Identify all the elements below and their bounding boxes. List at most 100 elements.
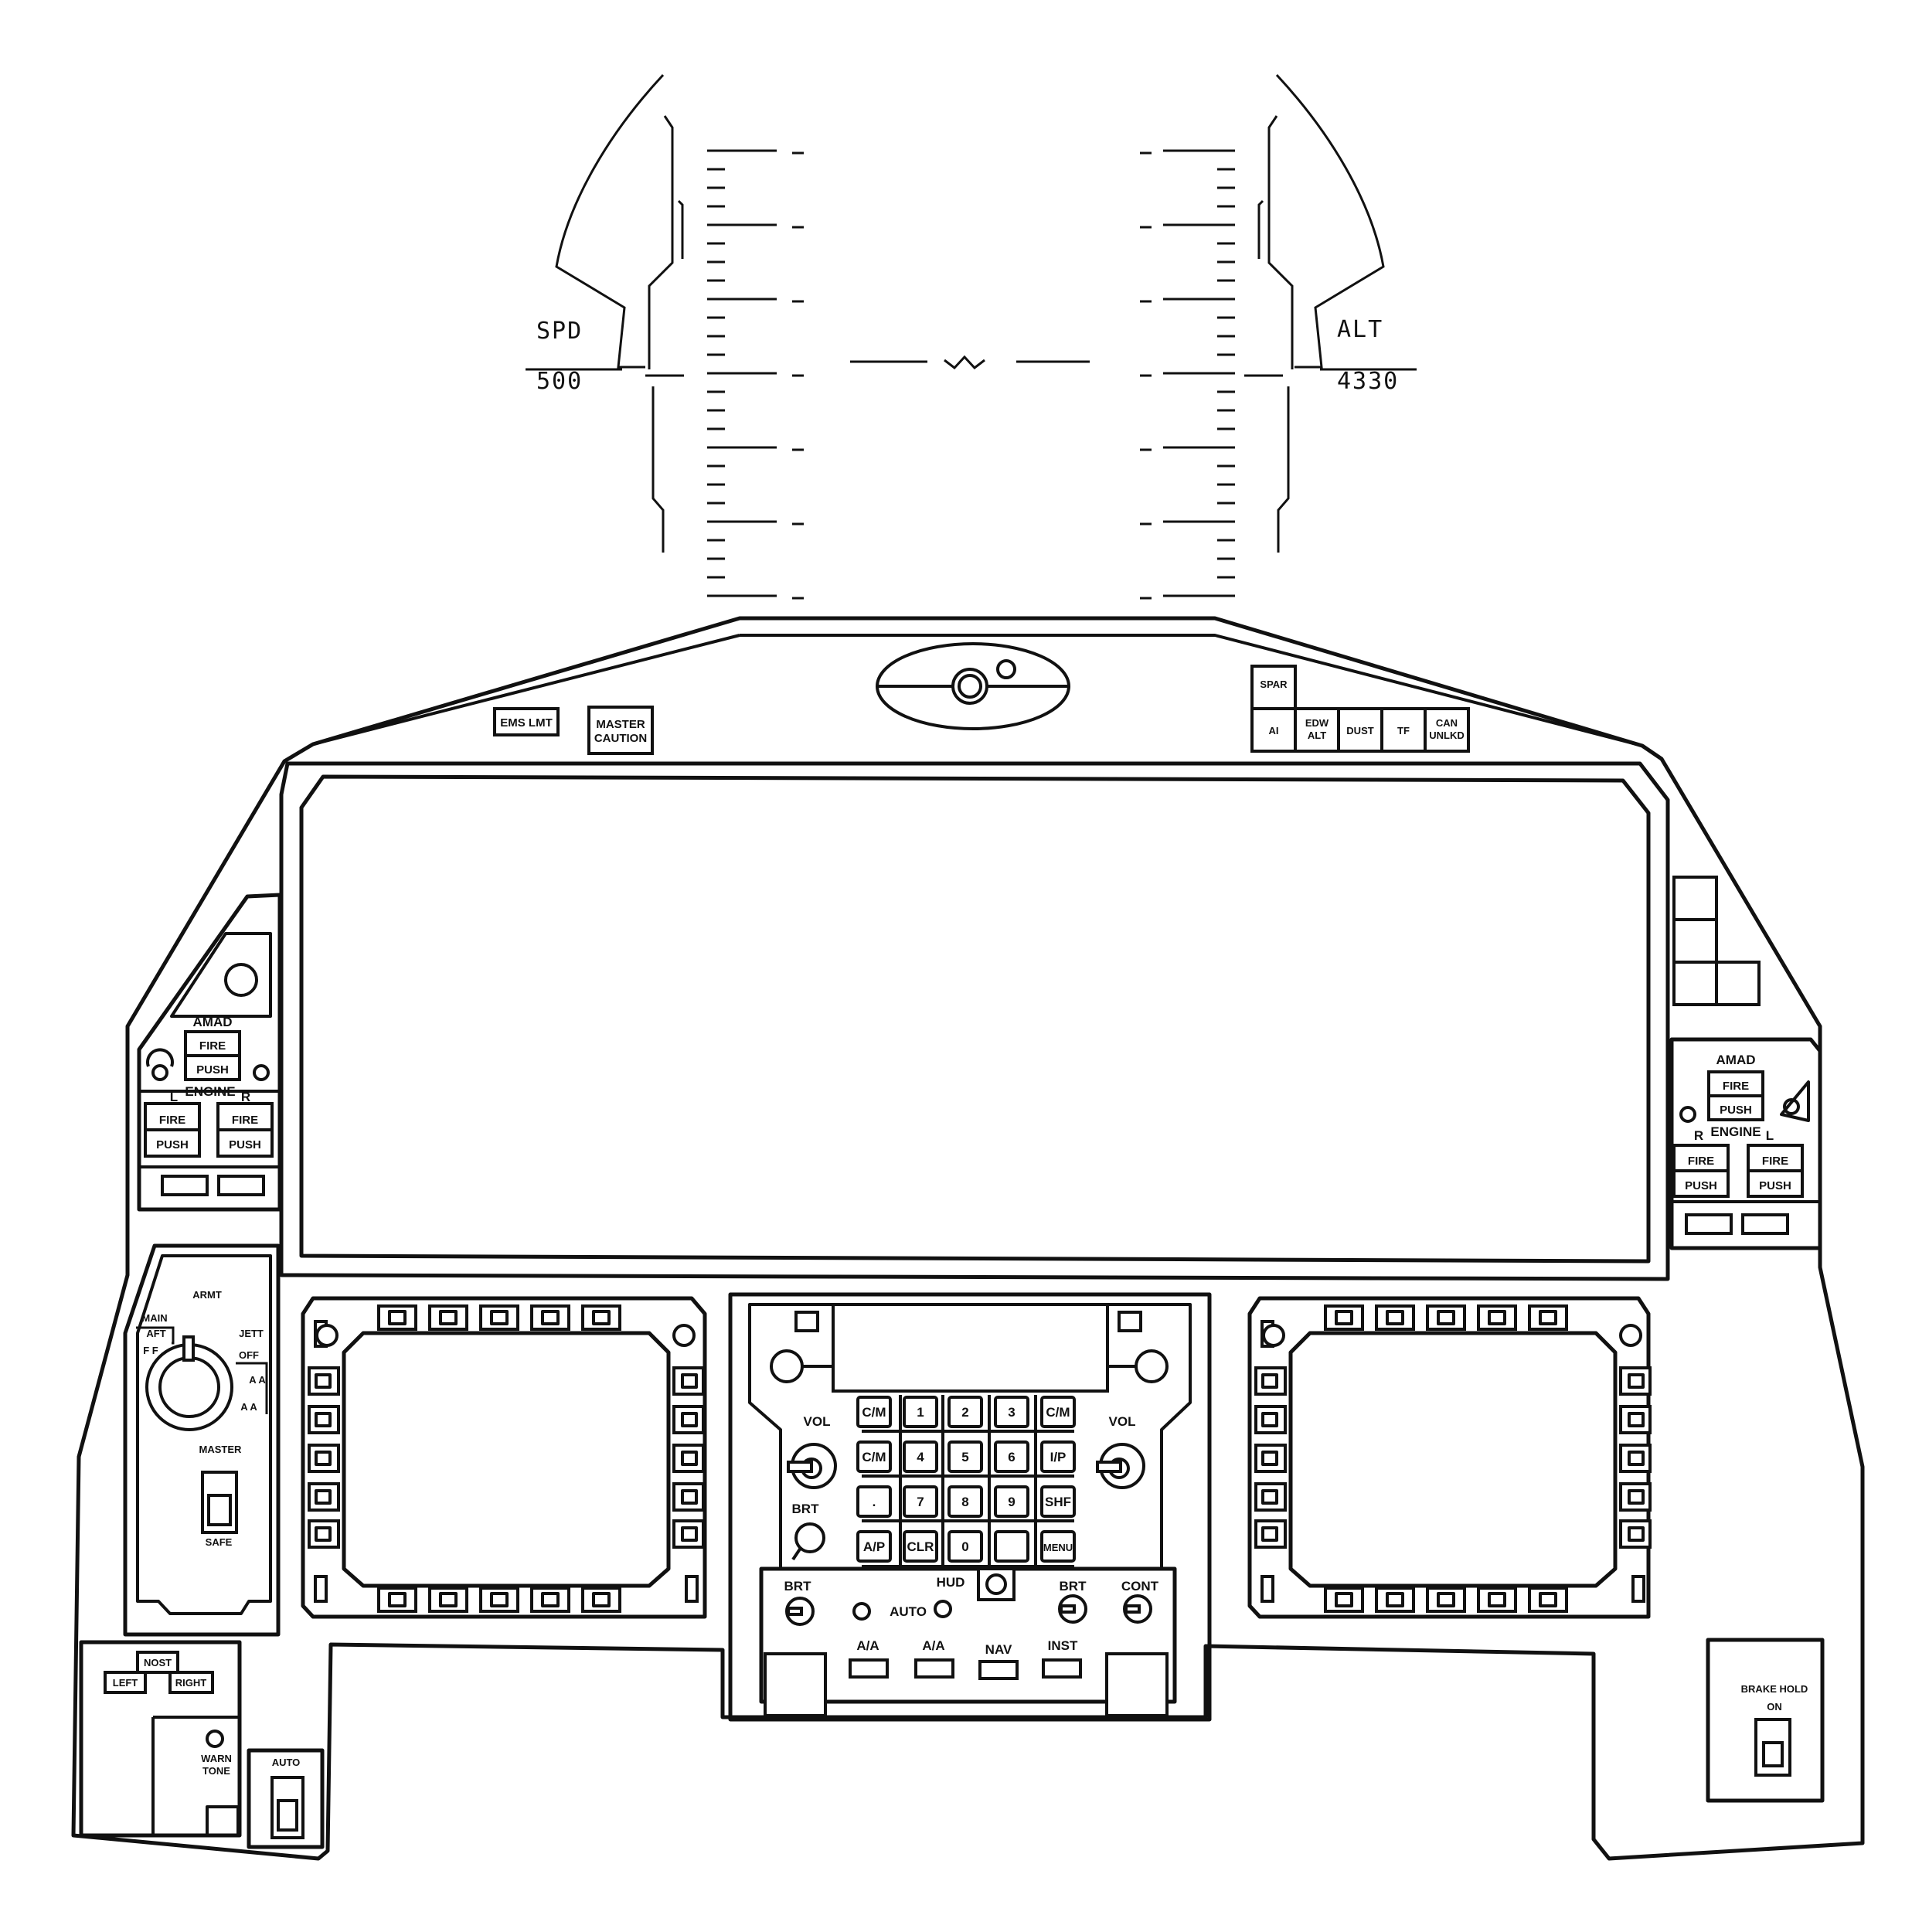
- armament-panel: ARMT MAIN AFT F F JETT OFF A A A A MASTE…: [123, 1243, 281, 1637]
- mfd-rocker-br[interactable]: [685, 1575, 699, 1603]
- mfd-top-key[interactable]: [1477, 1304, 1517, 1331]
- mfd-bottom-key[interactable]: [530, 1587, 570, 1613]
- ufc-key[interactable]: [903, 1440, 938, 1473]
- ufc-key[interactable]: [994, 1440, 1029, 1473]
- ufc-key[interactable]: [1040, 1440, 1076, 1473]
- mfd-right-key[interactable]: [672, 1366, 705, 1396]
- mfd-rocker-br[interactable]: [1631, 1575, 1645, 1603]
- ufc-key[interactable]: [994, 1485, 1029, 1518]
- nost-button[interactable]: [136, 1651, 179, 1674]
- ai-light[interactable]: [1250, 707, 1297, 753]
- mfd-left-key[interactable]: [1254, 1482, 1287, 1512]
- left-mfd-screen[interactable]: [342, 1331, 671, 1588]
- mfd-contrast-knob[interactable]: [1262, 1324, 1285, 1347]
- ufc-key[interactable]: [856, 1530, 892, 1563]
- mfd-left-key[interactable]: [1254, 1405, 1287, 1434]
- mfd-top-key[interactable]: [479, 1304, 519, 1331]
- edw-alt-light[interactable]: [1294, 707, 1340, 753]
- ufc-option-key-right[interactable]: [1118, 1311, 1142, 1332]
- ufc-option-key-left[interactable]: [794, 1311, 819, 1332]
- mfd-contrast-knob[interactable]: [315, 1324, 339, 1347]
- edw-label: EDW: [1305, 717, 1329, 729]
- spar-light[interactable]: [1250, 665, 1297, 710]
- ufc-key[interactable]: [1040, 1530, 1076, 1563]
- auto-right-light: [934, 1600, 952, 1618]
- mfd-right-key[interactable]: [672, 1482, 705, 1512]
- mfd-left-key[interactable]: [1254, 1444, 1287, 1473]
- mfd-left-key[interactable]: [308, 1482, 340, 1512]
- mfd-rocker-bl[interactable]: [314, 1575, 328, 1603]
- mode-nav-button[interactable]: [978, 1660, 1019, 1680]
- ufc-key[interactable]: [1040, 1396, 1076, 1428]
- ufc-key[interactable]: [1040, 1485, 1076, 1518]
- mfd-right-key[interactable]: [672, 1519, 705, 1549]
- mfd-bottom-key[interactable]: [479, 1587, 519, 1613]
- mfd-right-key[interactable]: [672, 1444, 705, 1473]
- mfd-brightness-knob[interactable]: [672, 1324, 696, 1347]
- ems-lmt-light[interactable]: [493, 707, 560, 736]
- right-amad-label: AMAD: [1716, 1053, 1756, 1067]
- ufc-key[interactable]: [856, 1396, 892, 1428]
- mfd-right-key[interactable]: [1619, 1366, 1652, 1396]
- ufc-key-label: 3: [1008, 1405, 1015, 1420]
- right-button[interactable]: [168, 1671, 214, 1694]
- mfd-top-key[interactable]: [377, 1304, 417, 1331]
- mfd-left-key[interactable]: [1254, 1366, 1287, 1396]
- standby-compass: [876, 642, 1070, 730]
- mfd-bottom-key[interactable]: [377, 1587, 417, 1613]
- mode-aa2-button[interactable]: [914, 1658, 954, 1679]
- ufc-key[interactable]: [856, 1485, 892, 1518]
- ufc-key[interactable]: [903, 1530, 938, 1563]
- mfd-bottom-key[interactable]: [1528, 1587, 1568, 1613]
- keypad-separators: [862, 1430, 1074, 1568]
- mfd-top-key[interactable]: [1426, 1304, 1466, 1331]
- master-caution-light[interactable]: [587, 706, 654, 755]
- ufc-key[interactable]: [947, 1485, 983, 1518]
- mode-aa1-button[interactable]: [849, 1658, 889, 1679]
- master-caution-label-2: CAUTION: [594, 732, 647, 745]
- dust-light[interactable]: [1337, 707, 1383, 753]
- mfd-right-key[interactable]: [1619, 1444, 1652, 1473]
- mfd-left-key[interactable]: [308, 1444, 340, 1473]
- right-mfd-screen[interactable]: [1288, 1331, 1618, 1588]
- mfd-left-key[interactable]: [308, 1366, 340, 1396]
- mfd-brightness-knob[interactable]: [1619, 1324, 1642, 1347]
- mfd-bottom-key[interactable]: [1375, 1587, 1415, 1613]
- mfd-top-key[interactable]: [1375, 1304, 1415, 1331]
- mfd-right-key[interactable]: [672, 1405, 705, 1434]
- ufc-key[interactable]: [903, 1485, 938, 1518]
- mfd-left-key[interactable]: [308, 1405, 340, 1434]
- mfd-bottom-key[interactable]: [1324, 1587, 1364, 1613]
- ufc-brt-knob[interactable]: [794, 1522, 825, 1553]
- mfd-top-key[interactable]: [1324, 1304, 1364, 1331]
- mfd-bottom-key[interactable]: [1426, 1587, 1466, 1613]
- mfd-bottom-key[interactable]: [1477, 1587, 1517, 1613]
- mfd-key-face: [1628, 1489, 1645, 1505]
- mfd-top-key[interactable]: [428, 1304, 468, 1331]
- mfd-bottom-key[interactable]: [581, 1587, 621, 1613]
- mfd-top-key[interactable]: [1528, 1304, 1568, 1331]
- can-unlkd-light[interactable]: [1424, 707, 1470, 753]
- mfd-right-key[interactable]: [1619, 1519, 1652, 1549]
- ufc-key[interactable]: [947, 1440, 983, 1473]
- mfd-right-key[interactable]: [1619, 1405, 1652, 1434]
- mfd-right-key[interactable]: [1619, 1482, 1652, 1512]
- mfd-top-key[interactable]: [581, 1304, 621, 1331]
- left-fire-panel-outline: [137, 893, 282, 1212]
- ufc-key[interactable]: [947, 1530, 983, 1563]
- mfd-top-key[interactable]: [530, 1304, 570, 1331]
- armament-selector-knob[interactable]: [158, 1356, 220, 1418]
- ufc-key[interactable]: [947, 1396, 983, 1428]
- mfd-left-key[interactable]: [308, 1519, 340, 1549]
- brake-hold-panel-outline: [1706, 1638, 1825, 1803]
- ufc-key[interactable]: [994, 1530, 1029, 1563]
- left-engine-l: L: [170, 1090, 178, 1104]
- mfd-left-key[interactable]: [1254, 1519, 1287, 1549]
- mfd-bottom-key[interactable]: [428, 1587, 468, 1613]
- ufc-key[interactable]: [856, 1440, 892, 1473]
- mode-inst-button[interactable]: [1042, 1658, 1082, 1679]
- ufc-key[interactable]: [994, 1396, 1029, 1428]
- mfd-rocker-bl[interactable]: [1260, 1575, 1274, 1603]
- ufc-key[interactable]: [903, 1396, 938, 1428]
- left-button[interactable]: [104, 1671, 147, 1694]
